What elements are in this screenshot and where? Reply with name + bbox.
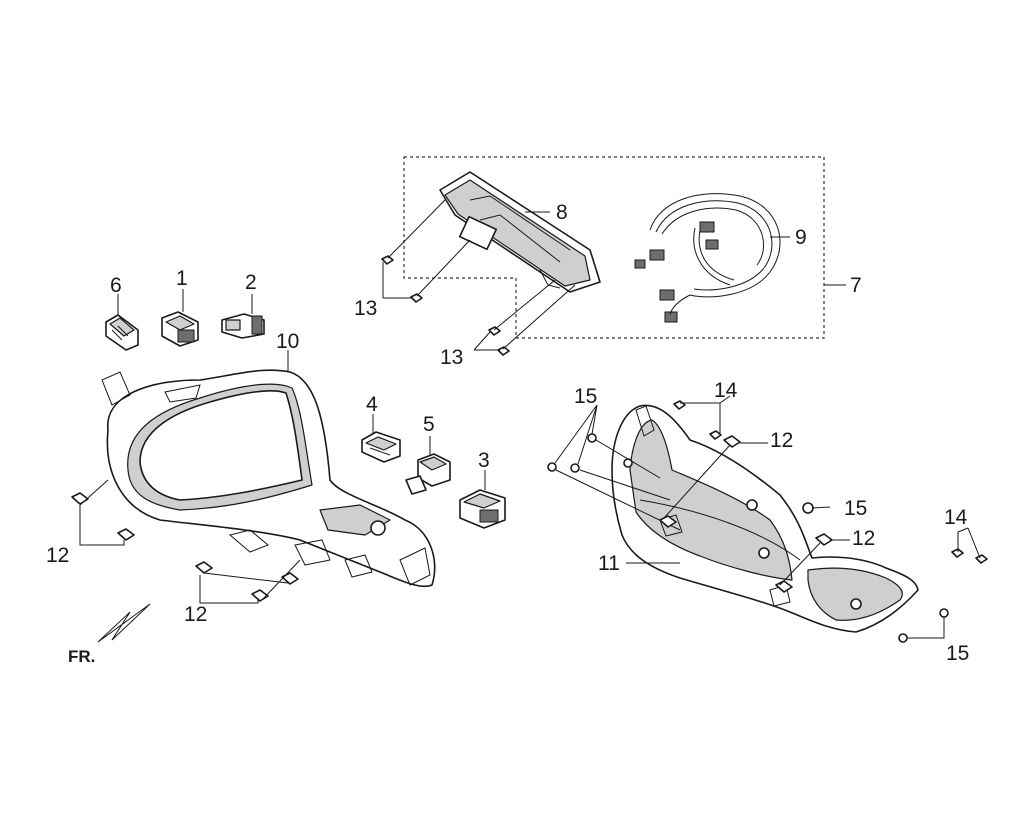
callout-15-middle: 15: [844, 497, 867, 520]
part-15-grommets: [547, 404, 949, 643]
callout-14-upper: 14: [714, 379, 738, 402]
front-direction-indicator: FR.: [68, 603, 151, 666]
part-3-switch: [459, 489, 506, 529]
part-9-harness: [634, 193, 781, 323]
part-11-rear-cover: [611, 404, 919, 633]
callout-8: 8: [556, 201, 568, 224]
part-10-front-cover: [101, 369, 436, 588]
part-4-switch: [361, 431, 401, 463]
callout-13-lower: 13: [440, 346, 463, 369]
part-12-clips-left: [71, 479, 301, 604]
callout-1: 1: [176, 267, 188, 290]
callout-12-right-lower: 12: [852, 527, 875, 550]
part-8-bracket: [439, 171, 601, 293]
part-14-screws: [673, 395, 988, 564]
callout-15-upper: 15: [574, 385, 597, 408]
callout-11: 11: [598, 552, 620, 575]
callout-2: 2: [245, 271, 257, 294]
callout-3: 3: [478, 449, 490, 472]
callout-12-left-lower: 12: [184, 603, 207, 626]
callout-10: 10: [276, 330, 299, 353]
front-label: FR.: [68, 647, 95, 666]
part-2-switch: [221, 313, 265, 339]
callout-6: 6: [110, 274, 122, 297]
callout-12-right-upper: 12: [770, 429, 793, 452]
callout-13-upper: 13: [354, 297, 377, 320]
part-13-screws: [381, 199, 576, 356]
callout-9: 9: [795, 226, 807, 249]
part-12-clips-right: [659, 435, 850, 593]
part-5-switch: [405, 453, 451, 495]
part-6-switch: [105, 314, 139, 351]
callout-12-left-upper: 12: [46, 544, 69, 567]
leader-lines: [117, 211, 846, 564]
callout-5: 5: [423, 413, 435, 436]
part-1-switch: [161, 311, 199, 347]
callout-15-lower: 15: [946, 642, 969, 665]
callout-7: 7: [850, 274, 862, 297]
callout-labels: 1 2 6 10 4 5 3 8 9 7 13 13 12 12 15 14 1…: [46, 201, 969, 665]
callout-14-lower: 14: [944, 506, 968, 529]
callout-4: 4: [366, 393, 378, 416]
